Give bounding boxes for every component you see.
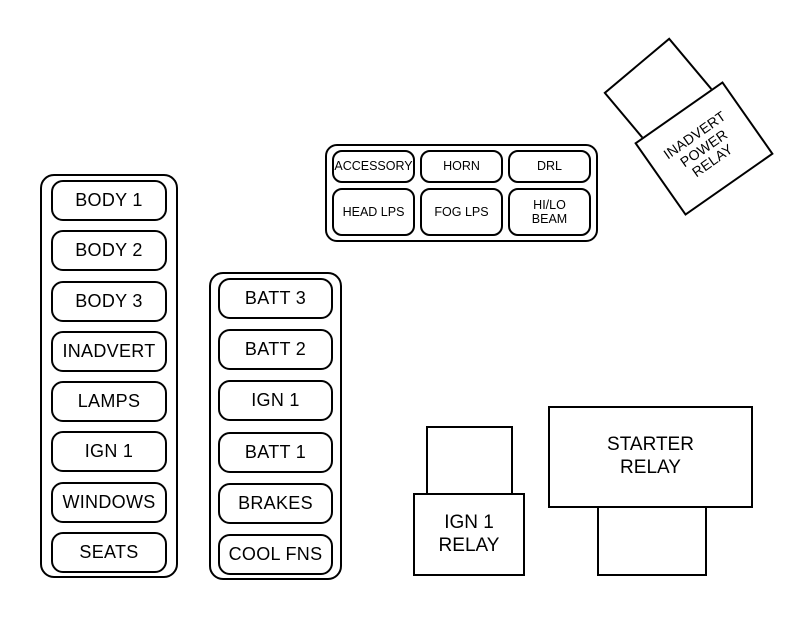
ign-1-relay-label-line1: IGN 1: [444, 511, 494, 533]
fuse-body-3: BODY 3: [51, 280, 167, 322]
fuse-accessory-label: ACCESSORY: [334, 159, 413, 174]
ign-1-relay-tab: [426, 426, 513, 496]
fuse-hi-lo-beam: HI/LO BEAM: [508, 188, 591, 236]
fuse-batt-1: BATT 1: [218, 431, 333, 473]
top-fuse-block: ACCESSORY HORN DRL HEAD LPS FOG LPS HI/L…: [325, 144, 598, 242]
fuse-cool-fns: COOL FNS: [218, 533, 333, 575]
fuse-horn: HORN: [420, 150, 503, 184]
fuse-horn-label: HORN: [443, 159, 480, 174]
starter-relay: STARTER RELAY: [548, 406, 753, 508]
fuse-fog-lps-label: FOG LPS: [434, 204, 489, 219]
fuse-head-lps: HEAD LPS: [332, 188, 415, 236]
fuse-lamps: LAMPS: [51, 381, 167, 423]
fuse-batt-3: BATT 3: [218, 278, 333, 319]
fuse-ign-1: IGN 1: [51, 431, 167, 473]
ign-1-relay: IGN 1 RELAY: [413, 493, 525, 576]
fuse-inadvert: INADVERT: [51, 330, 167, 372]
fuse-body-2: BODY 2: [51, 230, 167, 272]
starter-relay-label-line2: RELAY: [620, 457, 681, 478]
fuse-brakes: BRAKES: [218, 482, 333, 524]
fuse-batt-2: BATT 2: [218, 329, 333, 371]
ign-1-relay-label-line2: RELAY: [438, 534, 500, 556]
fuse-windows: WINDOWS: [51, 481, 167, 523]
left-fuse-column: BODY 1 BODY 2 BODY 3 INADVERT LAMPS IGN …: [40, 174, 178, 578]
center-fuse-column: BATT 3 BATT 2 IGN 1 BATT 1 BRAKES COOL F…: [209, 272, 342, 580]
fuse-body-1: BODY 1: [51, 180, 167, 221]
fuse-hi-lo-beam-label-line2: BEAM: [531, 212, 568, 227]
fuse-ign-1-center: IGN 1: [218, 380, 333, 422]
fuse-drl-label: DRL: [536, 159, 562, 174]
fuse-head-lps-label: HEAD LPS: [342, 204, 405, 219]
fuse-hi-lo-beam-label-line1: HI/LO: [533, 197, 566, 212]
fuse-accessory: ACCESSORY: [332, 150, 415, 184]
starter-relay-label-line1: STARTER: [607, 434, 694, 456]
fuse-drl: DRL: [508, 150, 591, 184]
starter-relay-tab: [597, 505, 707, 576]
fuse-seats: SEATS: [51, 531, 167, 573]
fuse-fog-lps: FOG LPS: [420, 188, 503, 236]
